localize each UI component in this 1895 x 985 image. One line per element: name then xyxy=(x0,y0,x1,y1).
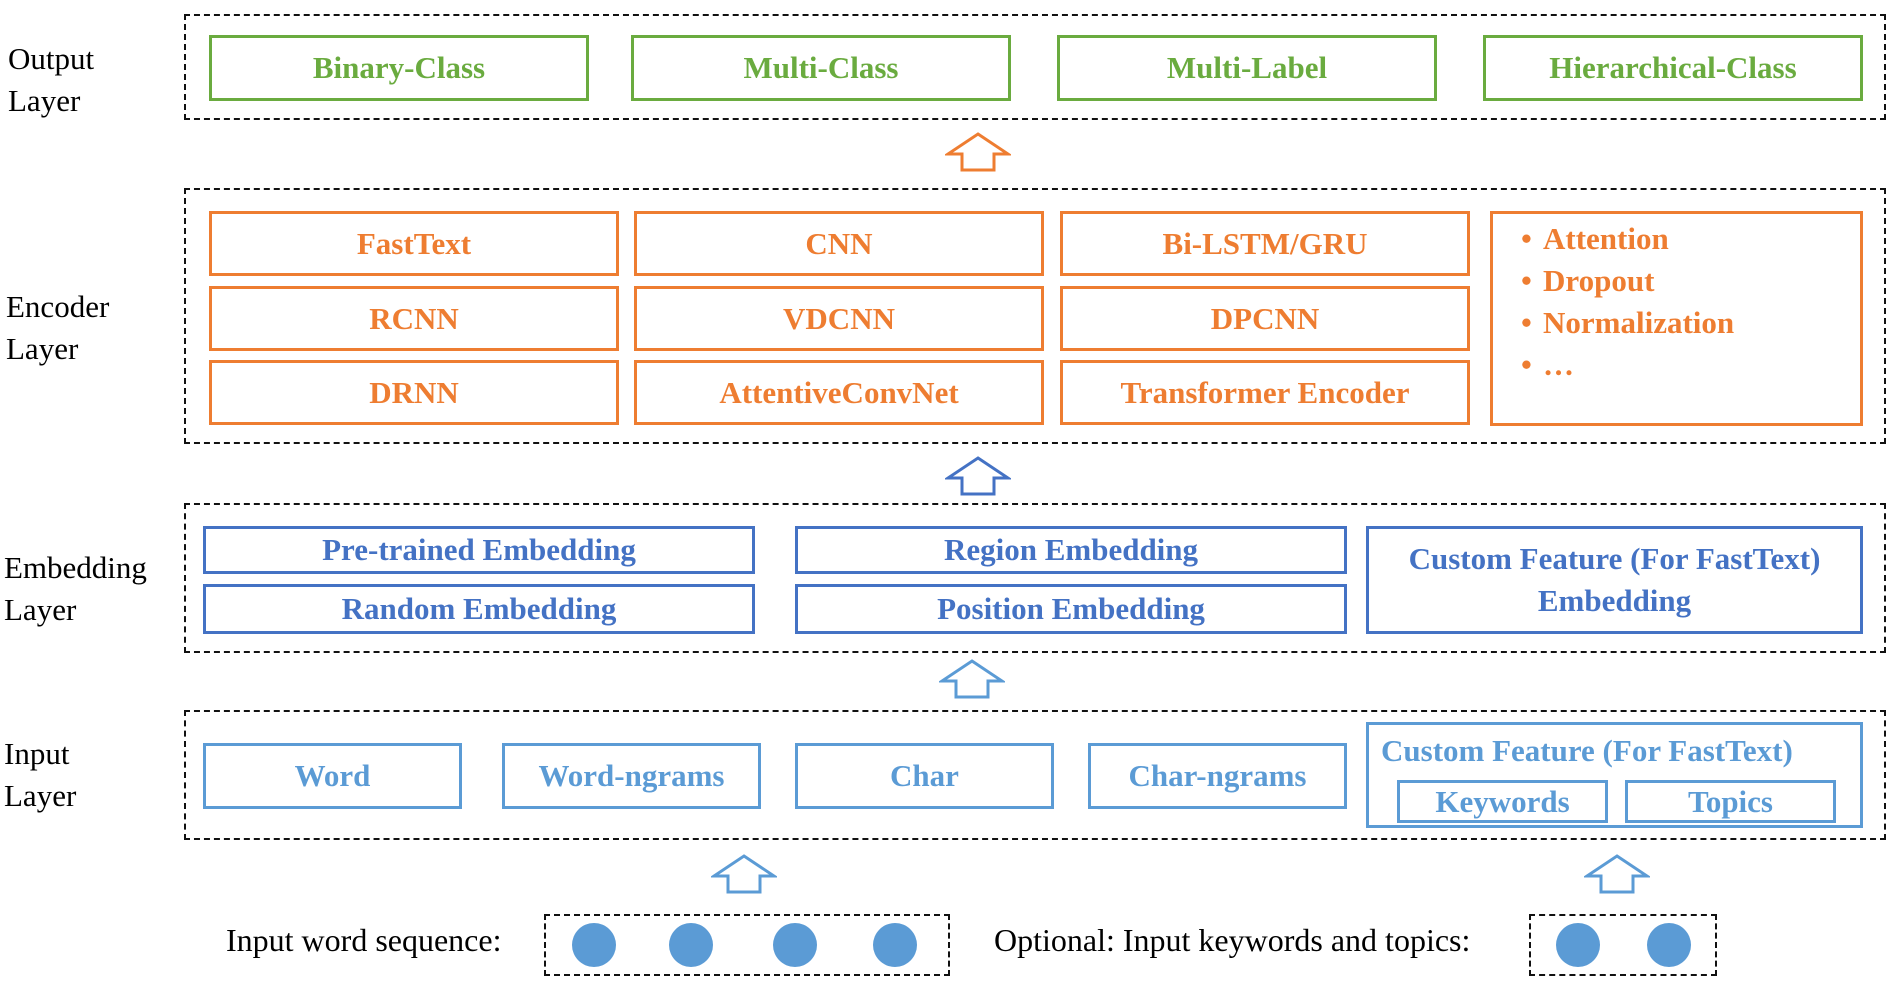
embedding-layer-container xyxy=(184,503,1886,653)
input-box-topics: Topics xyxy=(1625,780,1836,823)
output-layer-container xyxy=(184,14,1886,120)
word-token-icon xyxy=(572,923,616,967)
encoder-extras-box xyxy=(1490,211,1863,426)
encoder-layer-label-line2: Layer xyxy=(6,331,79,366)
list-item: •Dropout xyxy=(1493,260,1853,302)
embedding-box-pretrained: Pre-trained Embedding xyxy=(203,526,755,574)
embedding-layer-label-line1: Embedding xyxy=(4,550,147,585)
topic-token-icon xyxy=(1647,923,1691,967)
bullet-icon: • xyxy=(1521,305,1532,340)
optional-input-label: Optional: Input keywords and topics: xyxy=(994,922,1471,958)
encoder-box-vdcnn: VDCNN xyxy=(634,286,1044,351)
embedding-box-random: Random Embedding xyxy=(203,584,755,634)
input-layer-label-line1: Input xyxy=(4,736,70,771)
input-layer-container xyxy=(184,710,1886,840)
keyword-token-icon xyxy=(1556,923,1600,967)
embedding-box-position: Position Embedding xyxy=(795,584,1347,634)
encoder-box-cnn: CNN xyxy=(634,211,1044,276)
input-box-keywords: Keywords xyxy=(1397,780,1608,823)
keywords-topics-container xyxy=(1529,914,1717,976)
input-box-word: Word xyxy=(203,743,462,809)
up-arrow-icon-embedding-to-encoder xyxy=(945,456,1011,496)
list-item: •Attention xyxy=(1493,218,1853,260)
encoder-box-attentiveconvnet: AttentiveConvNet xyxy=(634,360,1044,425)
word-token-icon xyxy=(773,923,817,967)
output-layer-label-line2: Layer xyxy=(8,83,81,118)
encoder-layer-label-line1: Encoder xyxy=(6,289,110,324)
embedding-layer-label: Embedding Layer xyxy=(4,547,147,631)
input-box-custom-feature xyxy=(1366,722,1863,828)
bullet-icon: • xyxy=(1521,263,1532,298)
encoder-box-rcnn: RCNN xyxy=(209,286,619,351)
output-box-multi-class: Multi-Class xyxy=(631,35,1011,101)
word-sequence-container xyxy=(544,914,950,976)
up-arrow-icon-keywords-topics xyxy=(1584,854,1650,894)
encoder-box-fasttext: FastText xyxy=(209,211,619,276)
input-box-char-ngrams: Char-ngrams xyxy=(1088,743,1347,809)
input-layer-label-line2: Layer xyxy=(4,778,77,813)
encoder-box-bi-lstm-gru: Bi-LSTM/GRU xyxy=(1060,211,1470,276)
up-arrow-icon-input-to-embedding xyxy=(939,659,1005,699)
embedding-box-region: Region Embedding xyxy=(795,526,1347,574)
embedding-layer-label-line2: Layer xyxy=(4,592,77,627)
up-arrow-icon-word-sequence xyxy=(711,854,777,894)
encoder-box-drnn: DRNN xyxy=(209,360,619,425)
output-box-multi-label: Multi-Label xyxy=(1057,35,1437,101)
encoder-extras-list: •Attention •Dropout •Normalization •… xyxy=(1493,218,1853,386)
list-item: •Normalization xyxy=(1493,302,1853,344)
embedding-box-custom-feature: Custom Feature (For FastText) Embedding xyxy=(1366,526,1863,634)
encoder-layer-label: Encoder Layer xyxy=(6,286,109,370)
word-token-icon xyxy=(669,923,713,967)
output-layer-label-line1: Output xyxy=(8,41,95,76)
bullet-icon: • xyxy=(1521,221,1532,256)
input-custom-header: Custom Feature (For FastText) xyxy=(1381,733,1793,768)
encoder-box-transformer-encoder: Transformer Encoder xyxy=(1060,360,1470,425)
input-word-sequence-label: Input word sequence: xyxy=(226,922,502,958)
encoder-layer-container xyxy=(184,188,1886,444)
input-box-char: Char xyxy=(795,743,1054,809)
word-token-icon xyxy=(873,923,917,967)
up-arrow-icon-encoder-to-output xyxy=(945,132,1011,172)
input-layer-label: Input Layer xyxy=(4,733,76,817)
input-box-word-ngrams: Word-ngrams xyxy=(502,743,761,809)
embedding-custom-line2: Embedding xyxy=(1537,583,1692,618)
output-box-binary-class: Binary-Class xyxy=(209,35,589,101)
output-layer-label: Output Layer xyxy=(8,38,94,122)
bullet-icon: • xyxy=(1521,347,1532,382)
encoder-box-dpcnn: DPCNN xyxy=(1060,286,1470,351)
embedding-custom-line1: Custom Feature (For FastText) xyxy=(1408,541,1821,576)
list-item: •… xyxy=(1493,344,1853,386)
output-box-hierarchical-class: Hierarchical-Class xyxy=(1483,35,1863,101)
